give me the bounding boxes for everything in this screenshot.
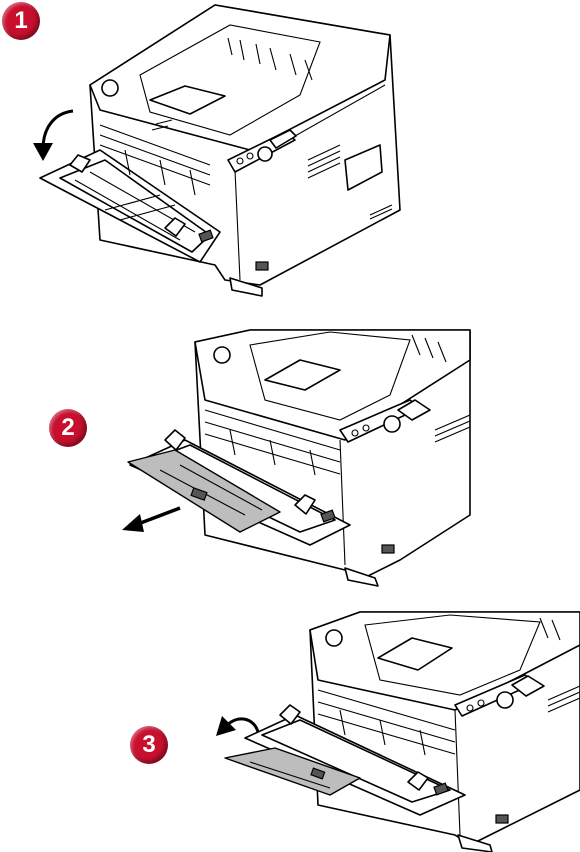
step-2-printer-illustration	[0, 300, 580, 590]
step-3-panel: 3	[0, 590, 580, 852]
step-1-panel: 1	[0, 0, 580, 300]
step-3-printer-illustration	[0, 590, 580, 852]
curved-arrow-down-left-icon	[25, 105, 85, 165]
step-1-printer-illustration	[0, 0, 580, 300]
curved-arrow-left-icon	[214, 708, 264, 748]
straight-arrow-left-icon	[118, 500, 188, 540]
step-2-panel: 2	[0, 300, 580, 590]
